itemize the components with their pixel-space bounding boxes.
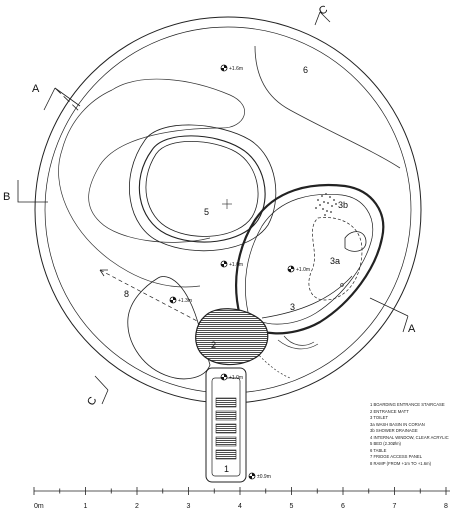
boarding-staircase [205, 367, 247, 483]
section-a-label: A [408, 323, 416, 335]
section-c-label: C [85, 395, 99, 408]
legend-item: 8 RAMP (FROM +1m TO +1.6m) [370, 460, 431, 466]
room-number-3b: 3b [338, 200, 348, 210]
room-number-5: 5 [204, 207, 209, 217]
shower-drainage [315, 193, 337, 216]
legend-item: 4 INTERNAL WINDOW, CLEAR ACRYLIC [370, 434, 449, 440]
legend-item: 3 TOILET [370, 415, 388, 420]
room-number-3a: 3a [330, 256, 340, 266]
room-number-2: 2 [211, 340, 216, 350]
room-number-6: 6 [303, 65, 308, 75]
scale-bar: 0m 1 2 3 4 5 6 7 8 [33, 487, 450, 510]
legend-item: 5 BED (2.30Øm) [370, 441, 401, 446]
level-label: +1.0m [296, 267, 310, 273]
toilet-pod [235, 183, 385, 335]
level-marker: +1.0m [287, 265, 310, 273]
legend-item: 1 BOARDING ENTRANCE STAIRCASE [370, 402, 445, 407]
level-marker: +1.3m [169, 296, 192, 304]
scale-label: 5 [290, 503, 294, 510]
level-label: +1.3m [178, 298, 192, 304]
scale-label: 6 [341, 503, 345, 510]
room-number-3: 3 [290, 302, 295, 312]
scale-label: 7 [393, 503, 397, 510]
level-marker: +1.0m [220, 373, 243, 381]
level-marker: +1.6m [220, 260, 243, 268]
table-contour [254, 45, 401, 169]
section-b-label: B [3, 191, 10, 203]
level-marker: +1.6m [220, 64, 243, 72]
legend-item: 7 FRIDGE ACCESS PANEL [370, 454, 423, 459]
room-number-1: 1 [224, 464, 229, 474]
room-numbers: 1 2 3 3a 3b 5 6 8 [124, 65, 348, 474]
section-lines [17, 11, 409, 405]
scale-label: 0m [34, 503, 44, 510]
bed [129, 124, 277, 252]
internal-window [239, 329, 319, 379]
terrain-contour-lower [58, 89, 201, 288]
scale-label: 4 [238, 503, 242, 510]
scale-label: 1 [84, 503, 88, 510]
legend-item: 6 TABLE [370, 447, 387, 453]
level-markers: +1.6m +1.6m +1.0m +1.3m +1.0m ±0.9m [169, 64, 310, 480]
level-label: +1.6m [229, 262, 243, 268]
entrance-mat [195, 308, 269, 366]
legend-item: 3a WASH BASIN IN CORIAN [370, 421, 425, 427]
scale-label: 2 [135, 503, 139, 510]
level-marker: ±0.9m [248, 472, 271, 480]
legend: 1 BOARDING ENTRANCE STAIRCASE 2 ENTRANCE… [370, 402, 450, 467]
room-number-8: 8 [124, 289, 129, 299]
terrain-contour-upper [88, 78, 245, 243]
section-a-label: A [32, 83, 40, 95]
legend-item: 3b SHOWER DRAINAGE [370, 428, 418, 433]
scale-label: 3 [187, 503, 191, 510]
legend-item: 2 ENTRANCE MATT [370, 408, 409, 414]
level-label: ±0.9m [257, 474, 271, 480]
scale-label: 8 [444, 503, 448, 510]
ramp [99, 269, 219, 380]
level-label: +1.6m [229, 66, 243, 72]
level-label: +1.0m [229, 375, 243, 381]
